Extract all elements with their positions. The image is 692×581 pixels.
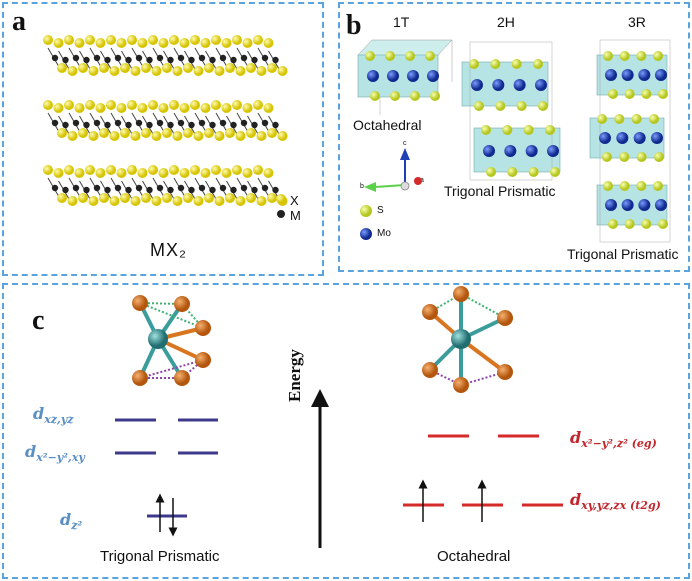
axis-c-label: c xyxy=(403,140,407,147)
energy-axis-label: Energy xyxy=(285,349,304,402)
caption-3r: Trigonal Prismatic xyxy=(567,246,679,262)
panel-b-label: b xyxy=(346,10,362,41)
orbital-dxz-yz: dxz,yz xyxy=(33,404,74,427)
orbital-eg: dx²−y²,z² (eg) xyxy=(570,428,657,451)
caption-1t: Octahedral xyxy=(353,117,422,133)
mx2-formula: MX₂ xyxy=(150,240,187,260)
legend-m-label: M xyxy=(290,208,301,223)
panel-b xyxy=(338,2,690,272)
octahedral-caption: Octahedral xyxy=(437,548,511,565)
legend-x-label: X xyxy=(290,193,299,208)
trigonal-prismatic-caption: Trigonal Prismatic xyxy=(100,548,220,565)
legend-mo-label: Mo xyxy=(377,228,391,239)
panel-c xyxy=(2,283,690,579)
panel-a-label: a xyxy=(12,6,26,37)
caption-2h: Trigonal Prismatic xyxy=(444,183,556,199)
panel-a xyxy=(2,2,324,276)
axis-b-label: b xyxy=(360,183,364,190)
legend-s-label: S xyxy=(377,205,384,216)
axis-a-label: a xyxy=(420,177,424,184)
phase-2h-label: 2H xyxy=(497,14,515,30)
orbital-dz2: dz² xyxy=(60,510,83,533)
orbital-dx2-y2-xy: dx²−y²,xy xyxy=(25,442,85,465)
phase-1t-label: 1T xyxy=(393,14,410,30)
panel-c-label: c xyxy=(32,305,45,336)
phase-3r-label: 3R xyxy=(628,14,646,30)
orbital-t2g: dxy,yz,zx (t2g) xyxy=(570,490,661,513)
